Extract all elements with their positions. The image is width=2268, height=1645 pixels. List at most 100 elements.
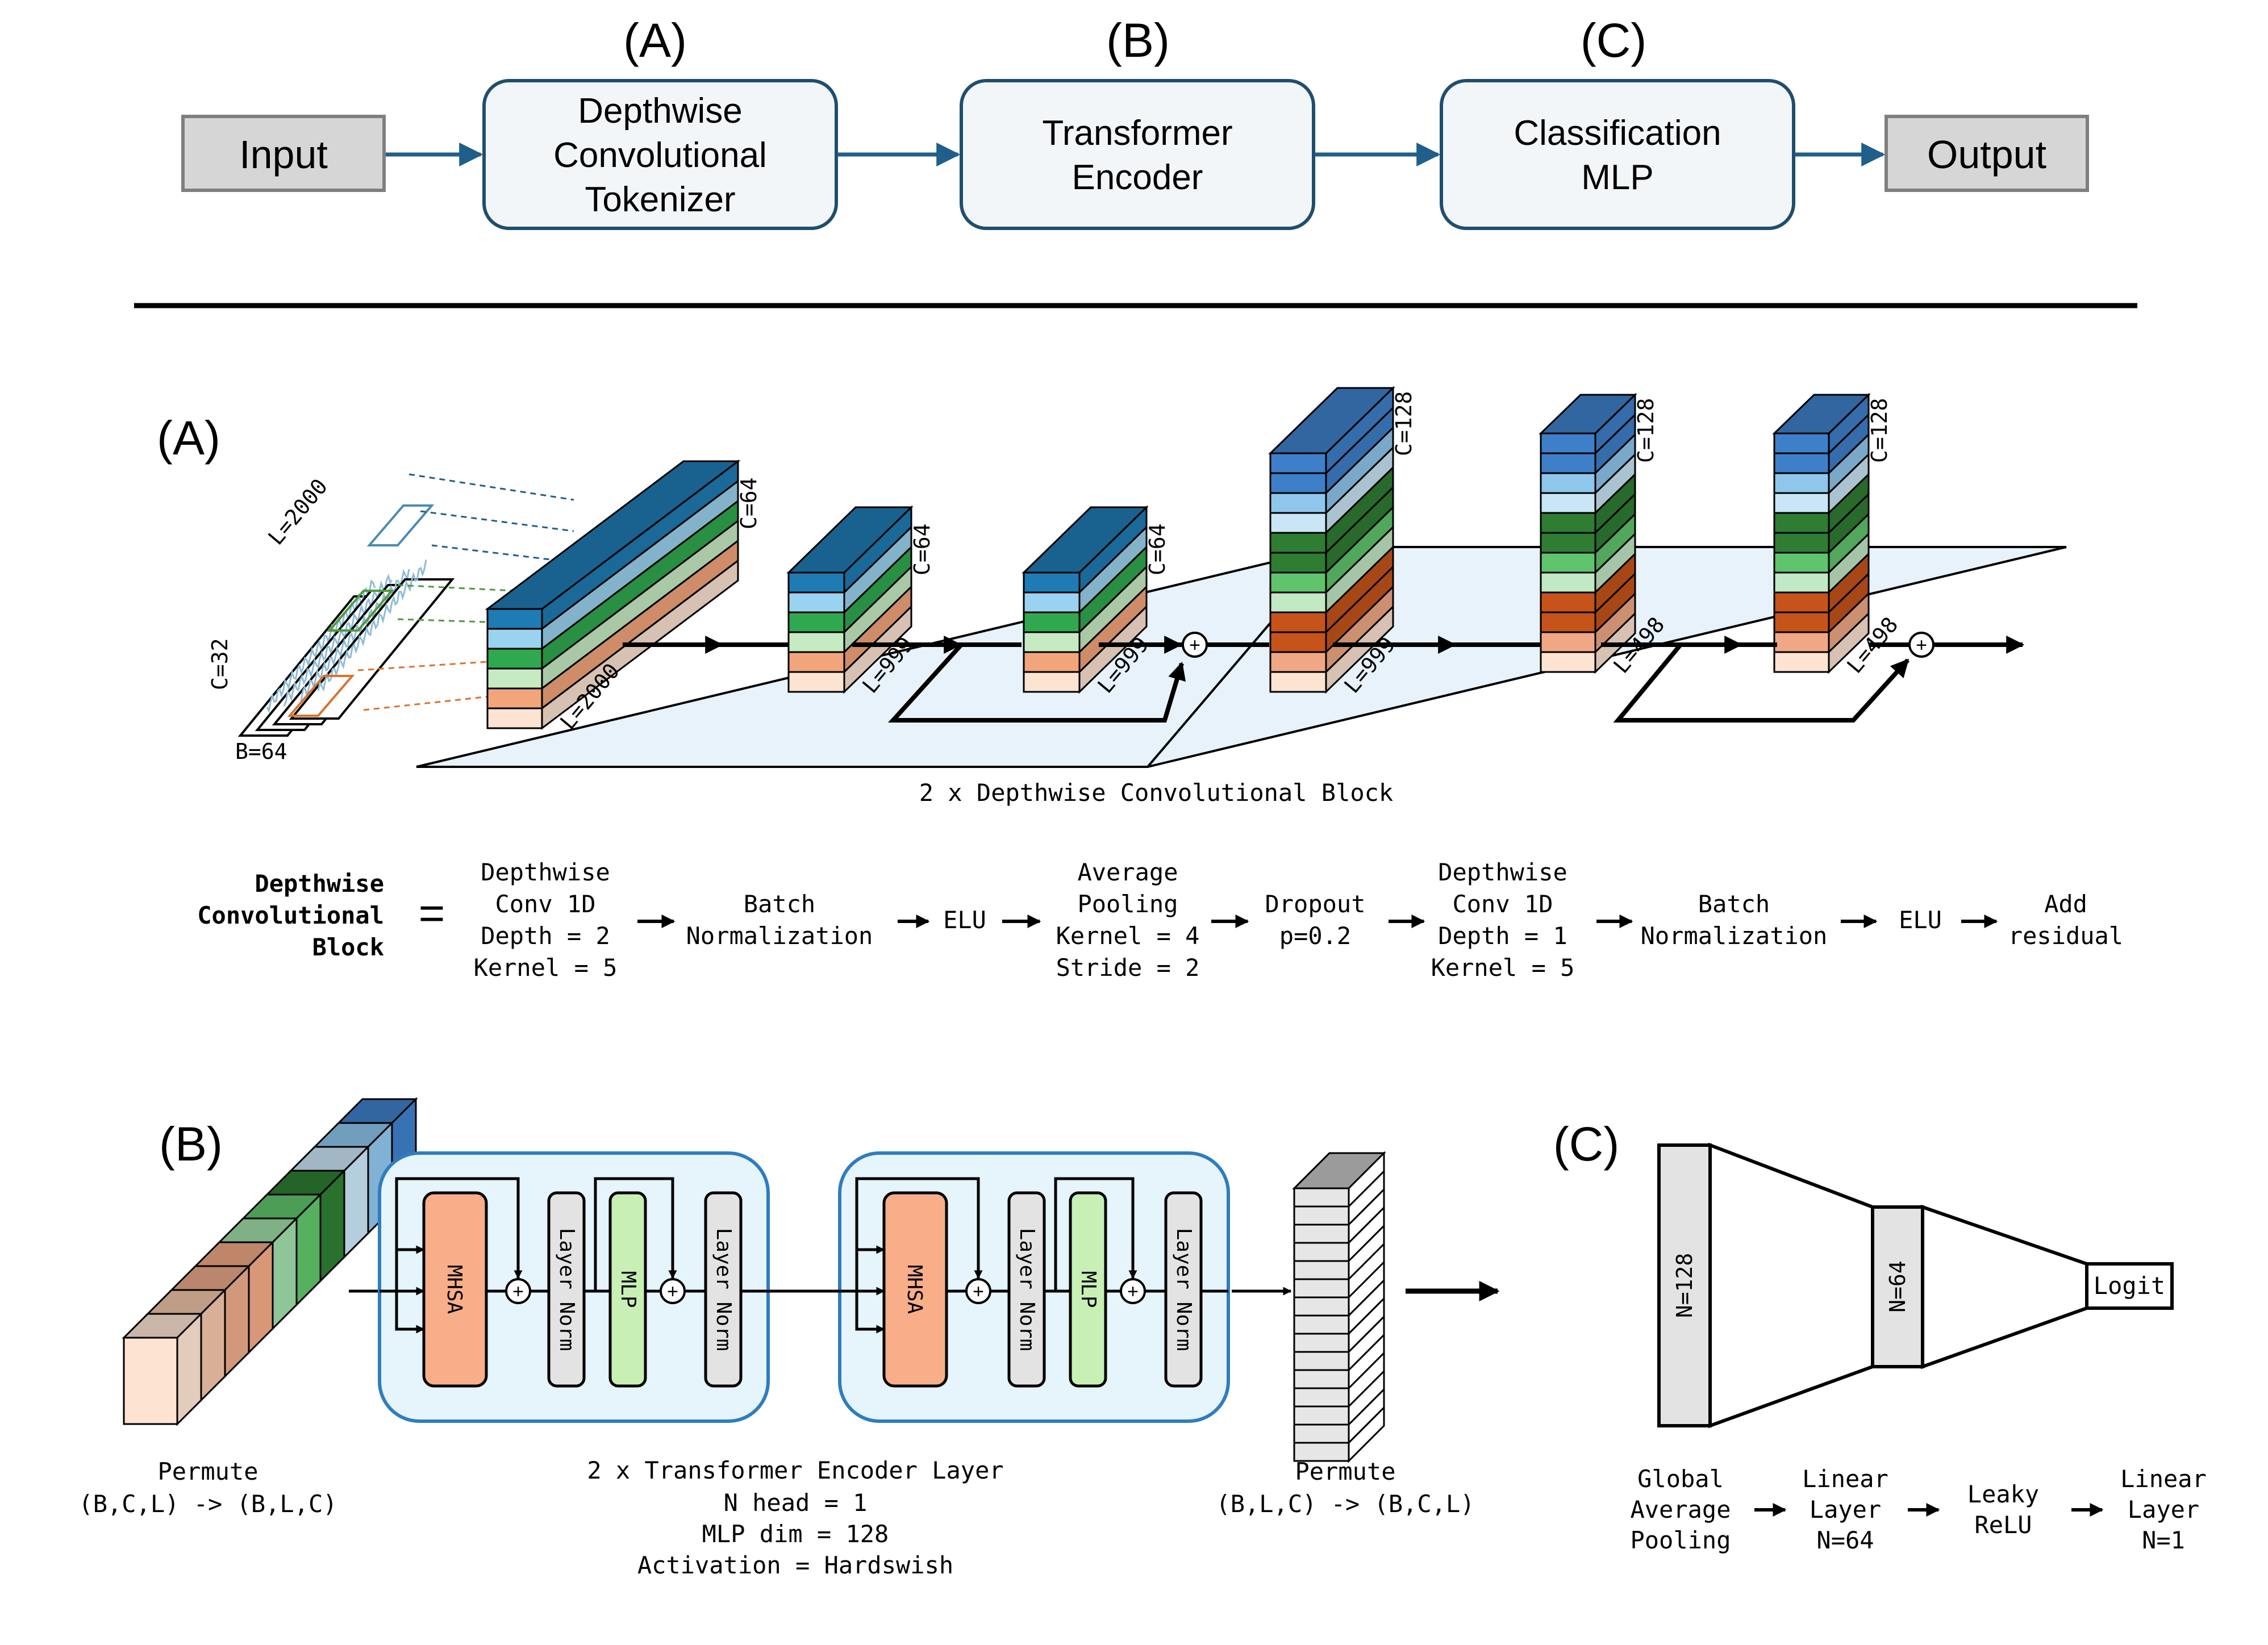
permute-out-line-2: (B,L,C) -> (B,C,L) <box>1216 1490 1474 1518</box>
stack-front-face <box>787 611 845 633</box>
stack-front-face <box>1540 512 1596 534</box>
add-node-symbol: + <box>667 1281 678 1302</box>
encoder-caption-line-4: Activation = Hardswish <box>637 1551 953 1579</box>
stack-front-face <box>1540 432 1596 454</box>
layer-norm-block <box>1164 1191 1203 1388</box>
output-tensor-row <box>1293 1369 1350 1389</box>
residual-loop-1 <box>888 643 1186 723</box>
definition-step-text: Batch <box>1698 890 1770 918</box>
stack-front-face <box>1023 671 1081 693</box>
definition-step-text: Depth = 1 <box>1438 922 1567 950</box>
input-length-label: L=2000 <box>263 474 332 549</box>
layer-n128 <box>1657 1143 1712 1427</box>
stack-top-face <box>1772 394 1871 435</box>
projection-line <box>408 473 574 501</box>
output-tensor-row <box>1293 1260 1350 1280</box>
definition-equals: = <box>419 888 445 938</box>
tokenizer-line-3: Tokenizer <box>585 180 735 219</box>
mhsa-label: MHSA <box>903 1265 926 1314</box>
stack-front-face <box>486 648 543 670</box>
stack-front-face <box>1773 631 1830 653</box>
top-flow: (A) (B) (C) Input Depthwise Convolutiona… <box>181 14 2089 230</box>
feature-stacks: C=64L=2000C=64L=999C=64L=999C=128L=999C=… <box>485 386 1903 734</box>
encoder-box <box>960 79 1315 230</box>
section-c-label: (C) <box>1553 1117 1620 1171</box>
permute-out-line-1: Permute <box>1295 1458 1395 1485</box>
encoder-skip-1 <box>855 1177 983 1291</box>
definition-step-text: ELU <box>1899 906 1942 934</box>
permute-in-line-1: Permute <box>157 1458 258 1485</box>
stack-front-face <box>1269 591 1327 613</box>
output-tensor-row <box>1293 1387 1350 1408</box>
add-node-symbol: + <box>1127 1281 1139 1302</box>
stack-front-face <box>1773 532 1830 554</box>
stack-top-face <box>1268 387 1395 454</box>
stack-front-face <box>1540 532 1596 554</box>
encoder-line-1: Transformer <box>1042 114 1232 153</box>
residual-loop-2 <box>1613 643 1910 723</box>
encoder-skip-2 <box>1054 1177 1137 1291</box>
output-tensor-row <box>1293 1242 1350 1262</box>
stack-channel-label: C=64 <box>736 477 761 529</box>
stack-front-face <box>787 651 845 673</box>
stack-front-face <box>1540 452 1596 474</box>
input-channel-label: C=32 <box>207 638 232 690</box>
output-label: Output <box>1927 132 2046 177</box>
stack-front-face <box>1773 452 1830 474</box>
classifier-step-text: Leaky <box>1967 1480 2039 1508</box>
sequence-token-front <box>123 1337 178 1425</box>
definition-step-text: Depth = 2 <box>481 922 610 950</box>
encoder-skip-1 <box>395 1177 523 1291</box>
stack-front-face <box>1023 651 1081 673</box>
input-sheet <box>289 578 455 720</box>
encoder-caption-line-1: 2 x Transformer Encoder Layer <box>587 1456 1003 1484</box>
stack-front-face <box>1773 472 1830 494</box>
permute-in-line-2: (B,C,L) -> (B,L,C) <box>78 1490 337 1518</box>
signal-trace <box>300 569 410 702</box>
definition-step-text: ELU <box>943 906 986 934</box>
definition-name-line-1: Depthwise <box>255 870 384 897</box>
layer-norm-label: Layer Norm <box>1172 1228 1195 1351</box>
stack-front-face <box>1540 611 1596 633</box>
output-tensor-row <box>1293 1296 1350 1317</box>
stack-front-face <box>1269 452 1327 474</box>
output-tensor-row <box>1293 1405 1350 1426</box>
classifier-step-text: Layer <box>1810 1496 1881 1523</box>
stack-front-face <box>1773 591 1830 613</box>
stack-front-face <box>486 608 543 630</box>
stack-front-face <box>1773 651 1830 673</box>
projection-line <box>431 544 574 563</box>
encoder-caption-line-2: N head = 1 <box>724 1489 868 1517</box>
classifier-step-text: N=1 <box>2142 1526 2185 1554</box>
encoder-line-2: Encoder <box>1072 158 1203 197</box>
stack-front-face <box>1269 532 1327 554</box>
funnel-2 <box>1921 1204 2088 1370</box>
layer-n128-label: N=128 <box>1672 1253 1697 1318</box>
section-b: (B) Permute (B,C,L) -> (B,L,C) MHSA+Laye… <box>78 1097 1500 1579</box>
stack-front-face <box>1269 631 1327 653</box>
stack-front-face <box>1269 671 1327 693</box>
stack-front-face <box>1540 591 1596 613</box>
classifier-step-text: Global <box>1637 1465 1724 1493</box>
stack-front-face <box>1269 512 1327 534</box>
stack-front-face <box>787 631 845 653</box>
stack-front-face <box>486 667 543 690</box>
stack-front-face <box>787 671 845 693</box>
encoder-skip-2 <box>594 1177 677 1291</box>
output-tensor-row <box>1293 1314 1350 1335</box>
top-label-c: (C) <box>1581 14 1647 67</box>
layer-n64 <box>1871 1205 1924 1368</box>
classifier-line-2: MLP <box>1581 158 1653 197</box>
stack-front-face <box>1540 571 1596 594</box>
encoder-v-arrow <box>855 1291 885 1334</box>
logit-label: Logit <box>2094 1272 2165 1300</box>
stack-front-face <box>486 707 543 729</box>
definition-step-text: Depthwise <box>481 858 610 886</box>
top-label-a: (A) <box>623 14 687 67</box>
stack-front-face <box>1540 472 1596 494</box>
stack-channel-label: C=64 <box>910 523 935 575</box>
definition-step-text: Kernel = 5 <box>1431 954 1575 982</box>
output-tensor <box>1292 1151 1386 1463</box>
